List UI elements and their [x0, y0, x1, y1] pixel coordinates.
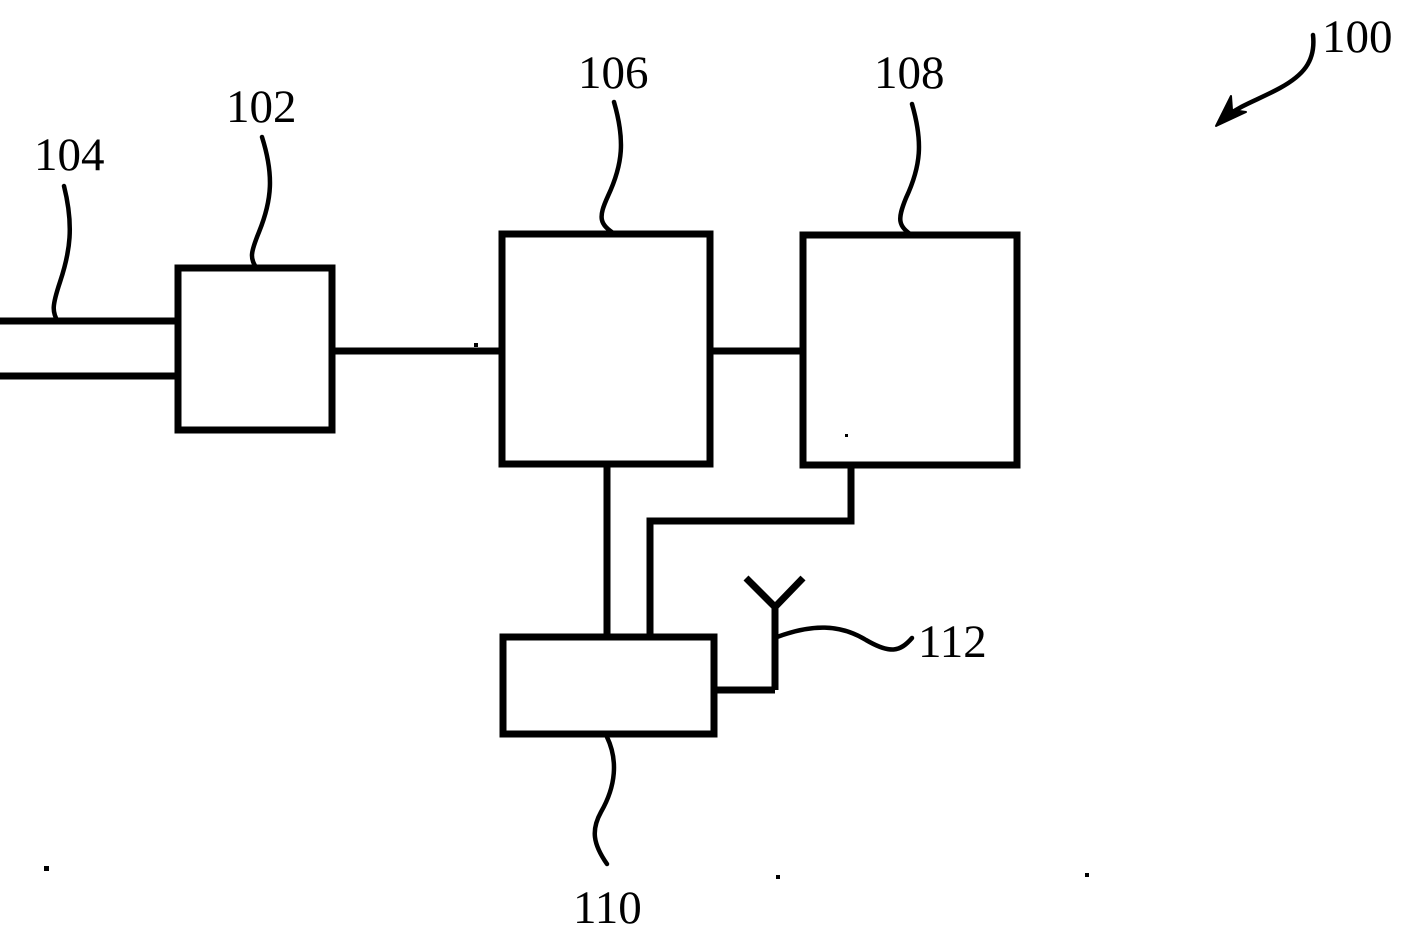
arrowhead-100 [1215, 95, 1247, 127]
leader-line-108 [898, 101, 922, 239]
leader-line-100 [1224, 32, 1316, 119]
ref-label-108: 108 [874, 47, 945, 99]
leader-line-104 [51, 183, 73, 325]
leader-line-110 [592, 734, 617, 867]
leader-line-106 [599, 99, 624, 238]
block-102[interactable] [174, 264, 336, 434]
scan-speck [44, 866, 49, 871]
ref-label-104: 104 [34, 129, 105, 181]
antenna-arm-left [743, 575, 778, 610]
scan-speck [845, 434, 848, 437]
block-106[interactable] [498, 230, 714, 468]
scan-speck [1085, 873, 1089, 877]
block-108[interactable] [799, 231, 1021, 469]
ref-label-102: 102 [226, 81, 297, 133]
scan-speck [474, 343, 478, 347]
block-110[interactable] [499, 633, 718, 738]
antenna-arm-right [772, 575, 806, 610]
ref-label-100: 100 [1322, 11, 1393, 63]
wire-108-to-110 [646, 462, 855, 640]
ref-label-110: 110 [573, 882, 642, 934]
ref-label-112: 112 [918, 616, 987, 668]
antenna-icon-112 [743, 575, 806, 690]
leader-line-112 [774, 625, 915, 652]
ref-label-106: 106 [578, 47, 649, 99]
leader-line-102 [249, 134, 273, 272]
leader-arrow-100 [1215, 32, 1316, 127]
scan-speck [776, 875, 780, 879]
